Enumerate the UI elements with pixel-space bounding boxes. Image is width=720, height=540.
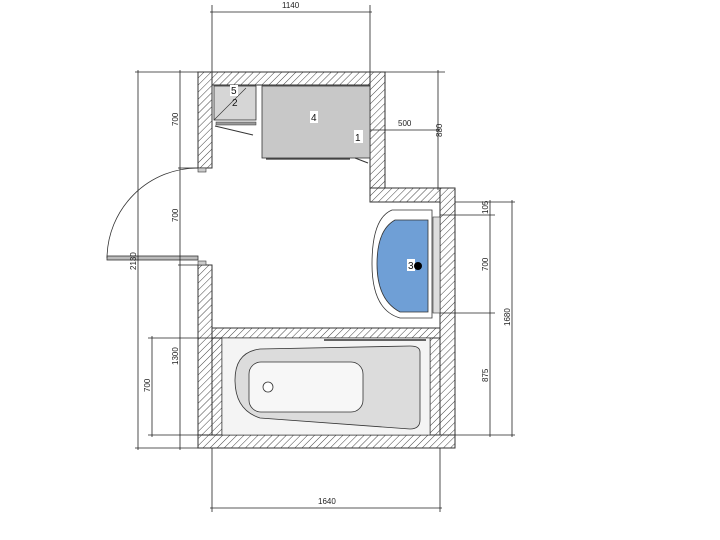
dim-bottom-width: 1640 <box>318 497 336 506</box>
fixture-label-1: 1 <box>355 133 361 144</box>
fixture-label-2: 2 <box>232 98 238 109</box>
door-jamb-top <box>197 167 207 173</box>
shower-tray-3: 3 <box>371 209 441 319</box>
dim-niche-depth: 880 <box>435 123 444 137</box>
washing-machine-4: 4 1 <box>261 85 371 164</box>
wall-right <box>439 187 456 449</box>
dim-right-lower: 875 <box>481 368 490 382</box>
fixture-label-3: 3 <box>408 261 414 272</box>
fixture-label-4: 4 <box>311 113 317 124</box>
dimension-lines: 1140 2130 700 700 1300 700 1640 500 880 … <box>129 1 515 512</box>
door-jamb-bottom <box>197 260 207 266</box>
wall-left-upper <box>197 71 213 169</box>
door <box>106 167 207 266</box>
wall-bottom <box>197 434 456 449</box>
dim-right-total: 1680 <box>503 308 512 326</box>
bath-drain-icon <box>262 381 274 393</box>
bath-panel-left <box>211 337 223 436</box>
dim-right-offset: 105 <box>481 200 490 214</box>
wall-partition <box>211 327 441 339</box>
cabinet-5: 5 2 <box>213 85 257 136</box>
dim-top-width: 1140 <box>282 1 300 10</box>
fixture-label-5: 5 <box>231 86 237 97</box>
wall-top <box>197 71 386 86</box>
bathtub <box>221 337 431 436</box>
dim-left-lower: 1300 <box>171 347 180 365</box>
dim-left-upper: 700 <box>171 112 180 126</box>
door-swing-arc <box>106 167 199 259</box>
dim-shower-depth: 700 <box>481 257 490 271</box>
bath-panel-right <box>429 337 441 436</box>
door-leaf <box>106 255 199 261</box>
wall-left-lower <box>197 264 213 449</box>
dim-left-total: 2130 <box>129 252 138 270</box>
dim-bath-depth: 700 <box>143 378 152 392</box>
drain-icon <box>414 262 422 270</box>
dim-left-door: 700 <box>171 208 180 222</box>
dim-niche-width: 500 <box>398 119 412 128</box>
